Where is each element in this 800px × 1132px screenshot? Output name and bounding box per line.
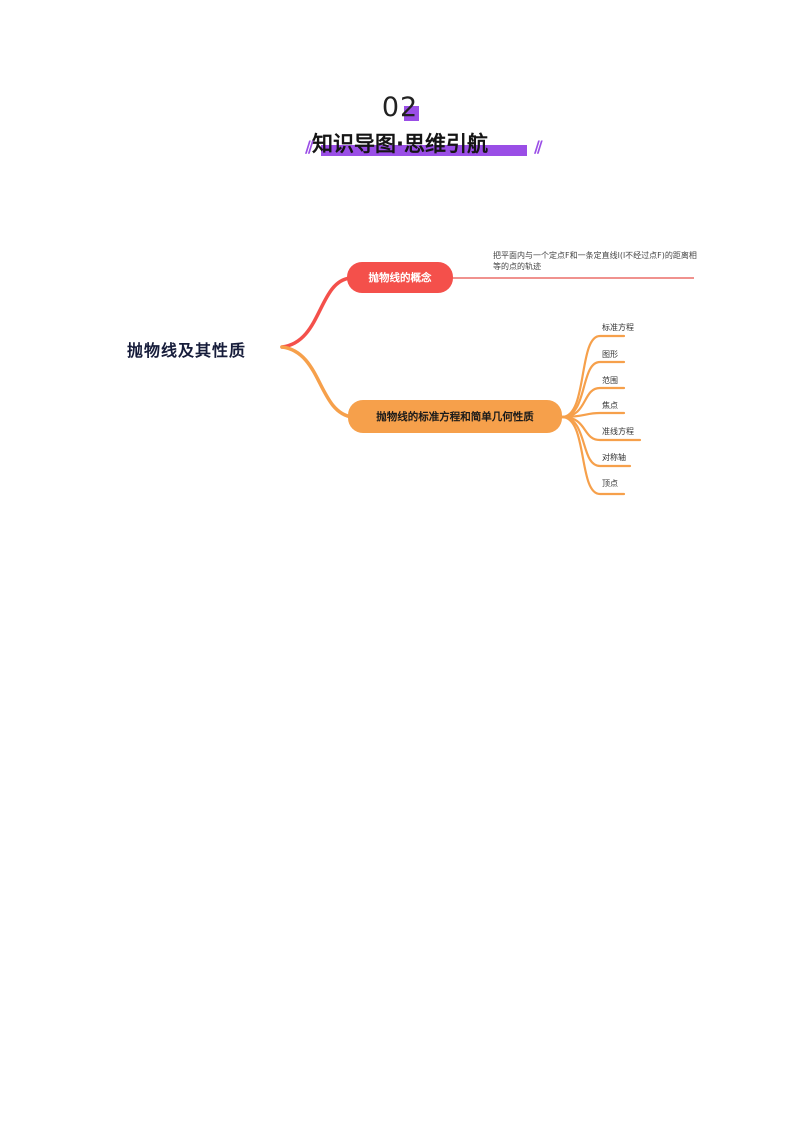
section-header: 02 知识导图·思维引航 // // — [0, 0, 800, 170]
connector-leaf-0 — [560, 334, 626, 419]
title-highlight-bar — [321, 145, 527, 156]
connector-leaf-1 — [560, 360, 626, 419]
leaf-range: 范围 — [602, 376, 618, 385]
connector-leaf-6 — [560, 415, 626, 496]
leaf-graph: 图形 — [602, 350, 618, 359]
connector-root-concept — [280, 276, 352, 349]
decorative-slashes-right: // — [534, 137, 543, 156]
leaf-directrix-equation: 准线方程 — [602, 427, 634, 436]
number-accent-square — [404, 106, 419, 121]
leaf-standard-equation: 标准方程 — [602, 323, 634, 332]
concept-definition: 把平面内与一个定点F和一条定直线l(l不经过点F)的距离相等的点的轨迹 — [493, 251, 697, 271]
leaf-vertex: 顶点 — [602, 479, 618, 488]
leaf-symmetry-axis: 对称轴 — [602, 453, 626, 462]
leaf-focus: 焦点 — [602, 401, 618, 410]
branch-standard-equation-properties: 抛物线的标准方程和简单几何性质 — [348, 400, 562, 433]
decorative-slashes-left: // — [305, 137, 314, 156]
section-number: 02 — [381, 92, 419, 123]
section-title: 知识导图·思维引航 — [312, 132, 488, 156]
branch-concept: 抛物线的概念 — [347, 262, 453, 293]
root-topic: 抛物线及其性质 — [127, 341, 247, 360]
connector-root-props — [280, 345, 354, 419]
connectors-leaves — [560, 334, 642, 496]
